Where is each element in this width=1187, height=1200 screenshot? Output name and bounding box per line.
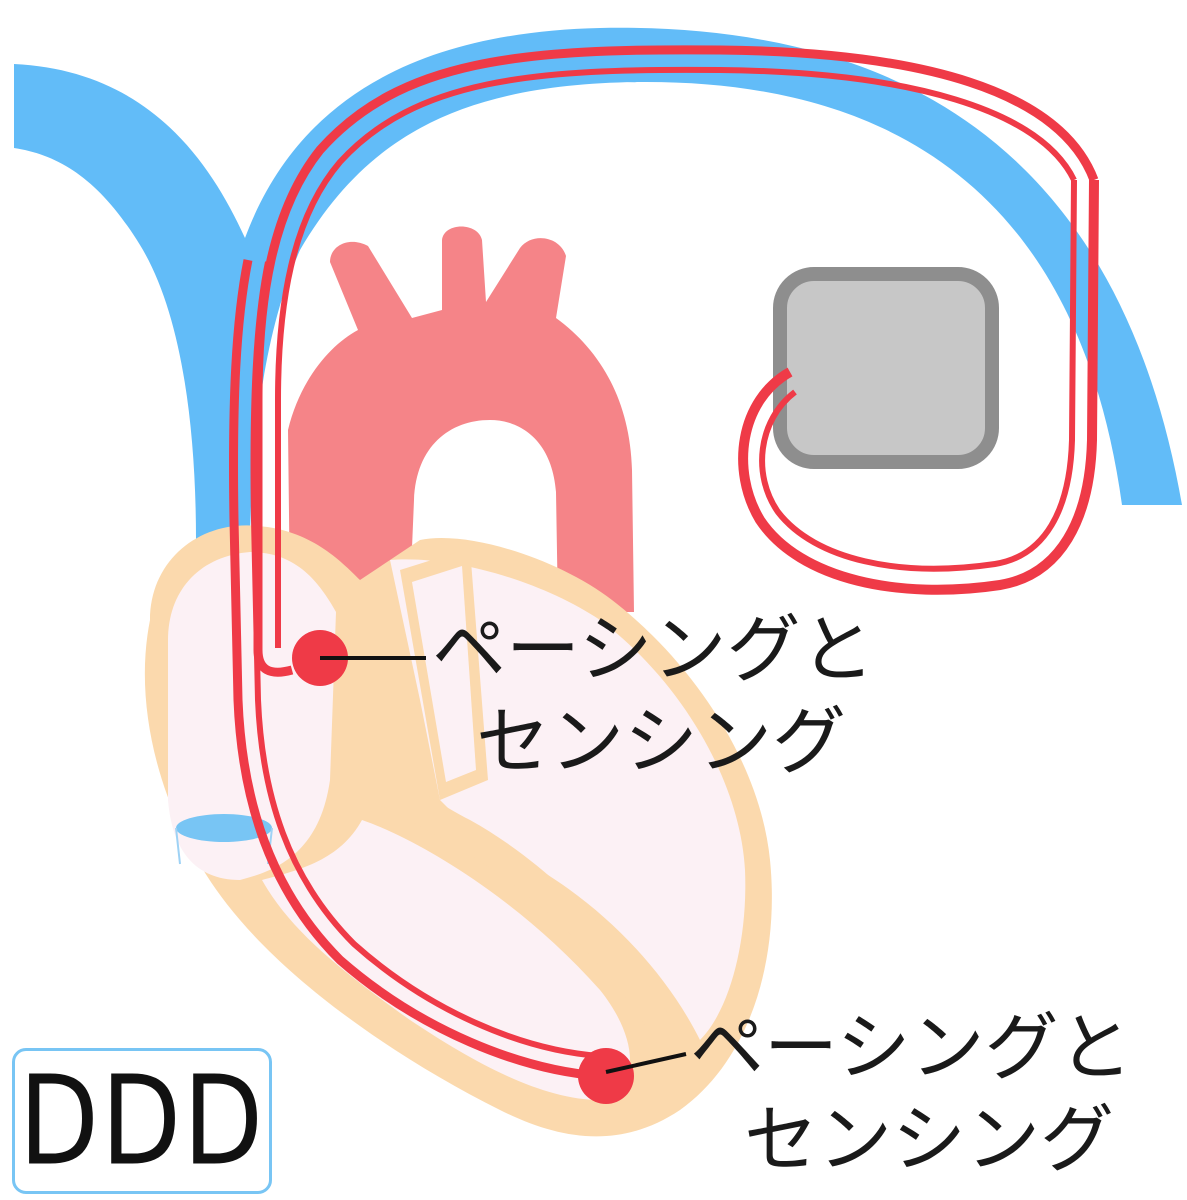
- annotation-ventricular: ペーシングと センシング: [690, 1002, 1133, 1186]
- annotation-atrial: ペーシングと センシング: [432, 604, 875, 788]
- annotation-line: ペーシングと: [690, 1002, 1133, 1094]
- electrode-tip-icon: [578, 1048, 634, 1104]
- mode-label: DDD: [19, 1060, 265, 1183]
- annotation-line: ペーシングと: [432, 604, 875, 696]
- mode-badge: DDD: [12, 1048, 272, 1194]
- annotation-line: センシング: [690, 1094, 1133, 1186]
- annotation-line: センシング: [432, 696, 875, 788]
- pacemaker-generator-icon: [780, 274, 992, 462]
